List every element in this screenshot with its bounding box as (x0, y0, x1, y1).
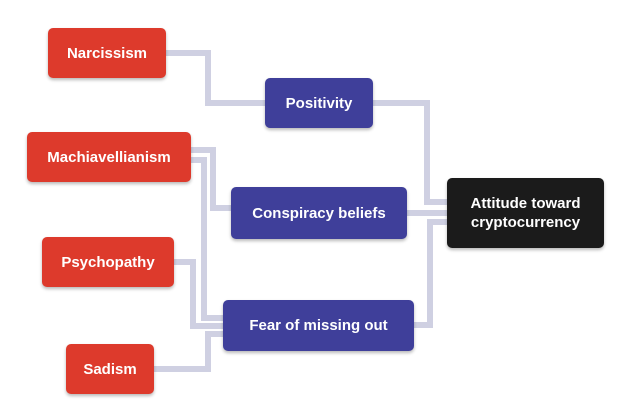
connector-fomo-attitude (414, 219, 447, 328)
connector-positivity-attitude (373, 100, 447, 205)
connector-machiavellianism-fomo (191, 157, 223, 321)
node-machiavellianism: Machiavellianism (27, 132, 191, 182)
node-sadism: Sadism (66, 344, 154, 394)
connector-machiavellianism-conspiracy (191, 147, 231, 211)
node-conspiracy-beliefs: Conspiracy beliefs (231, 187, 407, 239)
connector-psychopathy-fomo (174, 259, 223, 329)
connector-narcissism-positivity (166, 50, 265, 106)
connector-sadism-fomo (154, 331, 223, 372)
node-positivity: Positivity (265, 78, 373, 128)
node-fear-of-missing-out: Fear of missing out (223, 300, 414, 351)
node-attitude-toward-cryptocurrency: Attitude toward cryptocurrency (447, 178, 604, 248)
node-narcissism: Narcissism (48, 28, 166, 78)
node-psychopathy: Psychopathy (42, 237, 174, 287)
